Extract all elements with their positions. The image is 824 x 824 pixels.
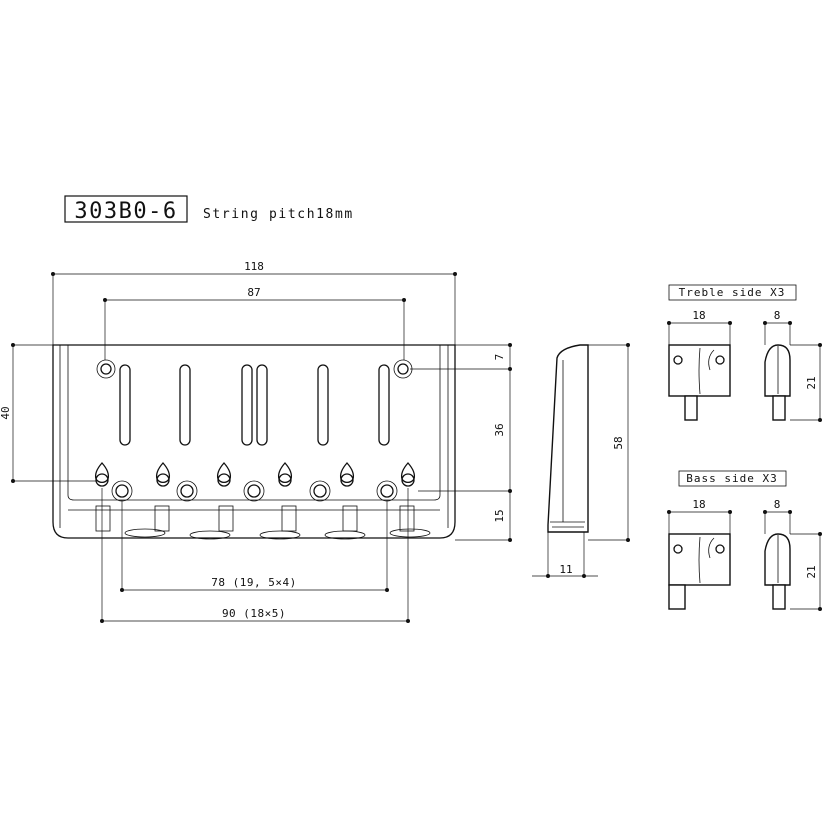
- mount-hole: [96, 359, 116, 379]
- front-dimensions: 118 87 40 7 36 15 78 (19, 5×4): [0, 260, 512, 623]
- mount-hole: [393, 359, 413, 379]
- mount-hole: [376, 480, 398, 502]
- model-number-box: [64, 195, 188, 223]
- bass-depth-dim: 8: [774, 498, 781, 511]
- bass-width-dim: 18: [692, 498, 705, 511]
- adjust-slot: [378, 364, 390, 446]
- adjust-slot: [179, 364, 191, 446]
- treble-height-dim: 21: [805, 376, 818, 389]
- treble-saddle-detail: Treble side X3 18 8 21: [667, 284, 822, 422]
- treble-width-dim: 18: [692, 309, 705, 322]
- bass-saddle-detail: Bass side X3 18 8 21: [667, 470, 822, 611]
- string-pitch-note: String pitch18mm: [203, 207, 354, 222]
- adjust-slot: [256, 364, 268, 446]
- treble-label: Treble side X3: [679, 286, 786, 299]
- string-hole: [155, 462, 171, 487]
- dim-mount-hole-spacing: 87: [247, 286, 260, 299]
- adjust-slot: [317, 364, 329, 446]
- dim-height: 40: [0, 406, 12, 419]
- mount-hole: [243, 480, 265, 502]
- dim-overall-width: 118: [244, 260, 264, 273]
- dim-side-height: 58: [612, 436, 625, 449]
- mount-hole: [111, 480, 133, 502]
- adjust-slot: [241, 364, 253, 446]
- bass-label: Bass side X3: [686, 472, 777, 485]
- dim-top-offset: 7: [493, 354, 506, 361]
- bass-label-box: [678, 470, 787, 487]
- mount-hole: [176, 480, 198, 502]
- dim-slot-length: 36: [493, 423, 506, 436]
- string-hole: [94, 462, 110, 487]
- bridge-front-view: [52, 344, 456, 540]
- bridge-side-view: 58 11: [532, 343, 630, 578]
- bass-height-dim: 21: [805, 565, 818, 578]
- string-hole: [216, 462, 232, 487]
- adjust-slot: [119, 364, 131, 446]
- model-number: 303B0-6: [74, 199, 177, 224]
- dim-saddle-span: 78 (19, 5×4): [211, 576, 296, 589]
- treble-label-box: [668, 284, 797, 301]
- saddle-feet: [95, 505, 431, 540]
- string-hole: [339, 462, 355, 487]
- mount-hole: [309, 480, 331, 502]
- title-block: 303B0-6 String pitch18mm: [64, 195, 354, 224]
- dim-bottom-offset: 15: [493, 509, 506, 522]
- dim-base-depth: 11: [559, 563, 572, 576]
- dim-string-span: 90 (18×5): [222, 607, 286, 620]
- treble-depth-dim: 8: [774, 309, 781, 322]
- side-profile-outline: [547, 344, 589, 533]
- bridge-plate-inner: [67, 345, 441, 501]
- string-hole: [277, 462, 293, 487]
- bridge-plate-outline: [52, 344, 456, 539]
- string-hole: [400, 462, 416, 487]
